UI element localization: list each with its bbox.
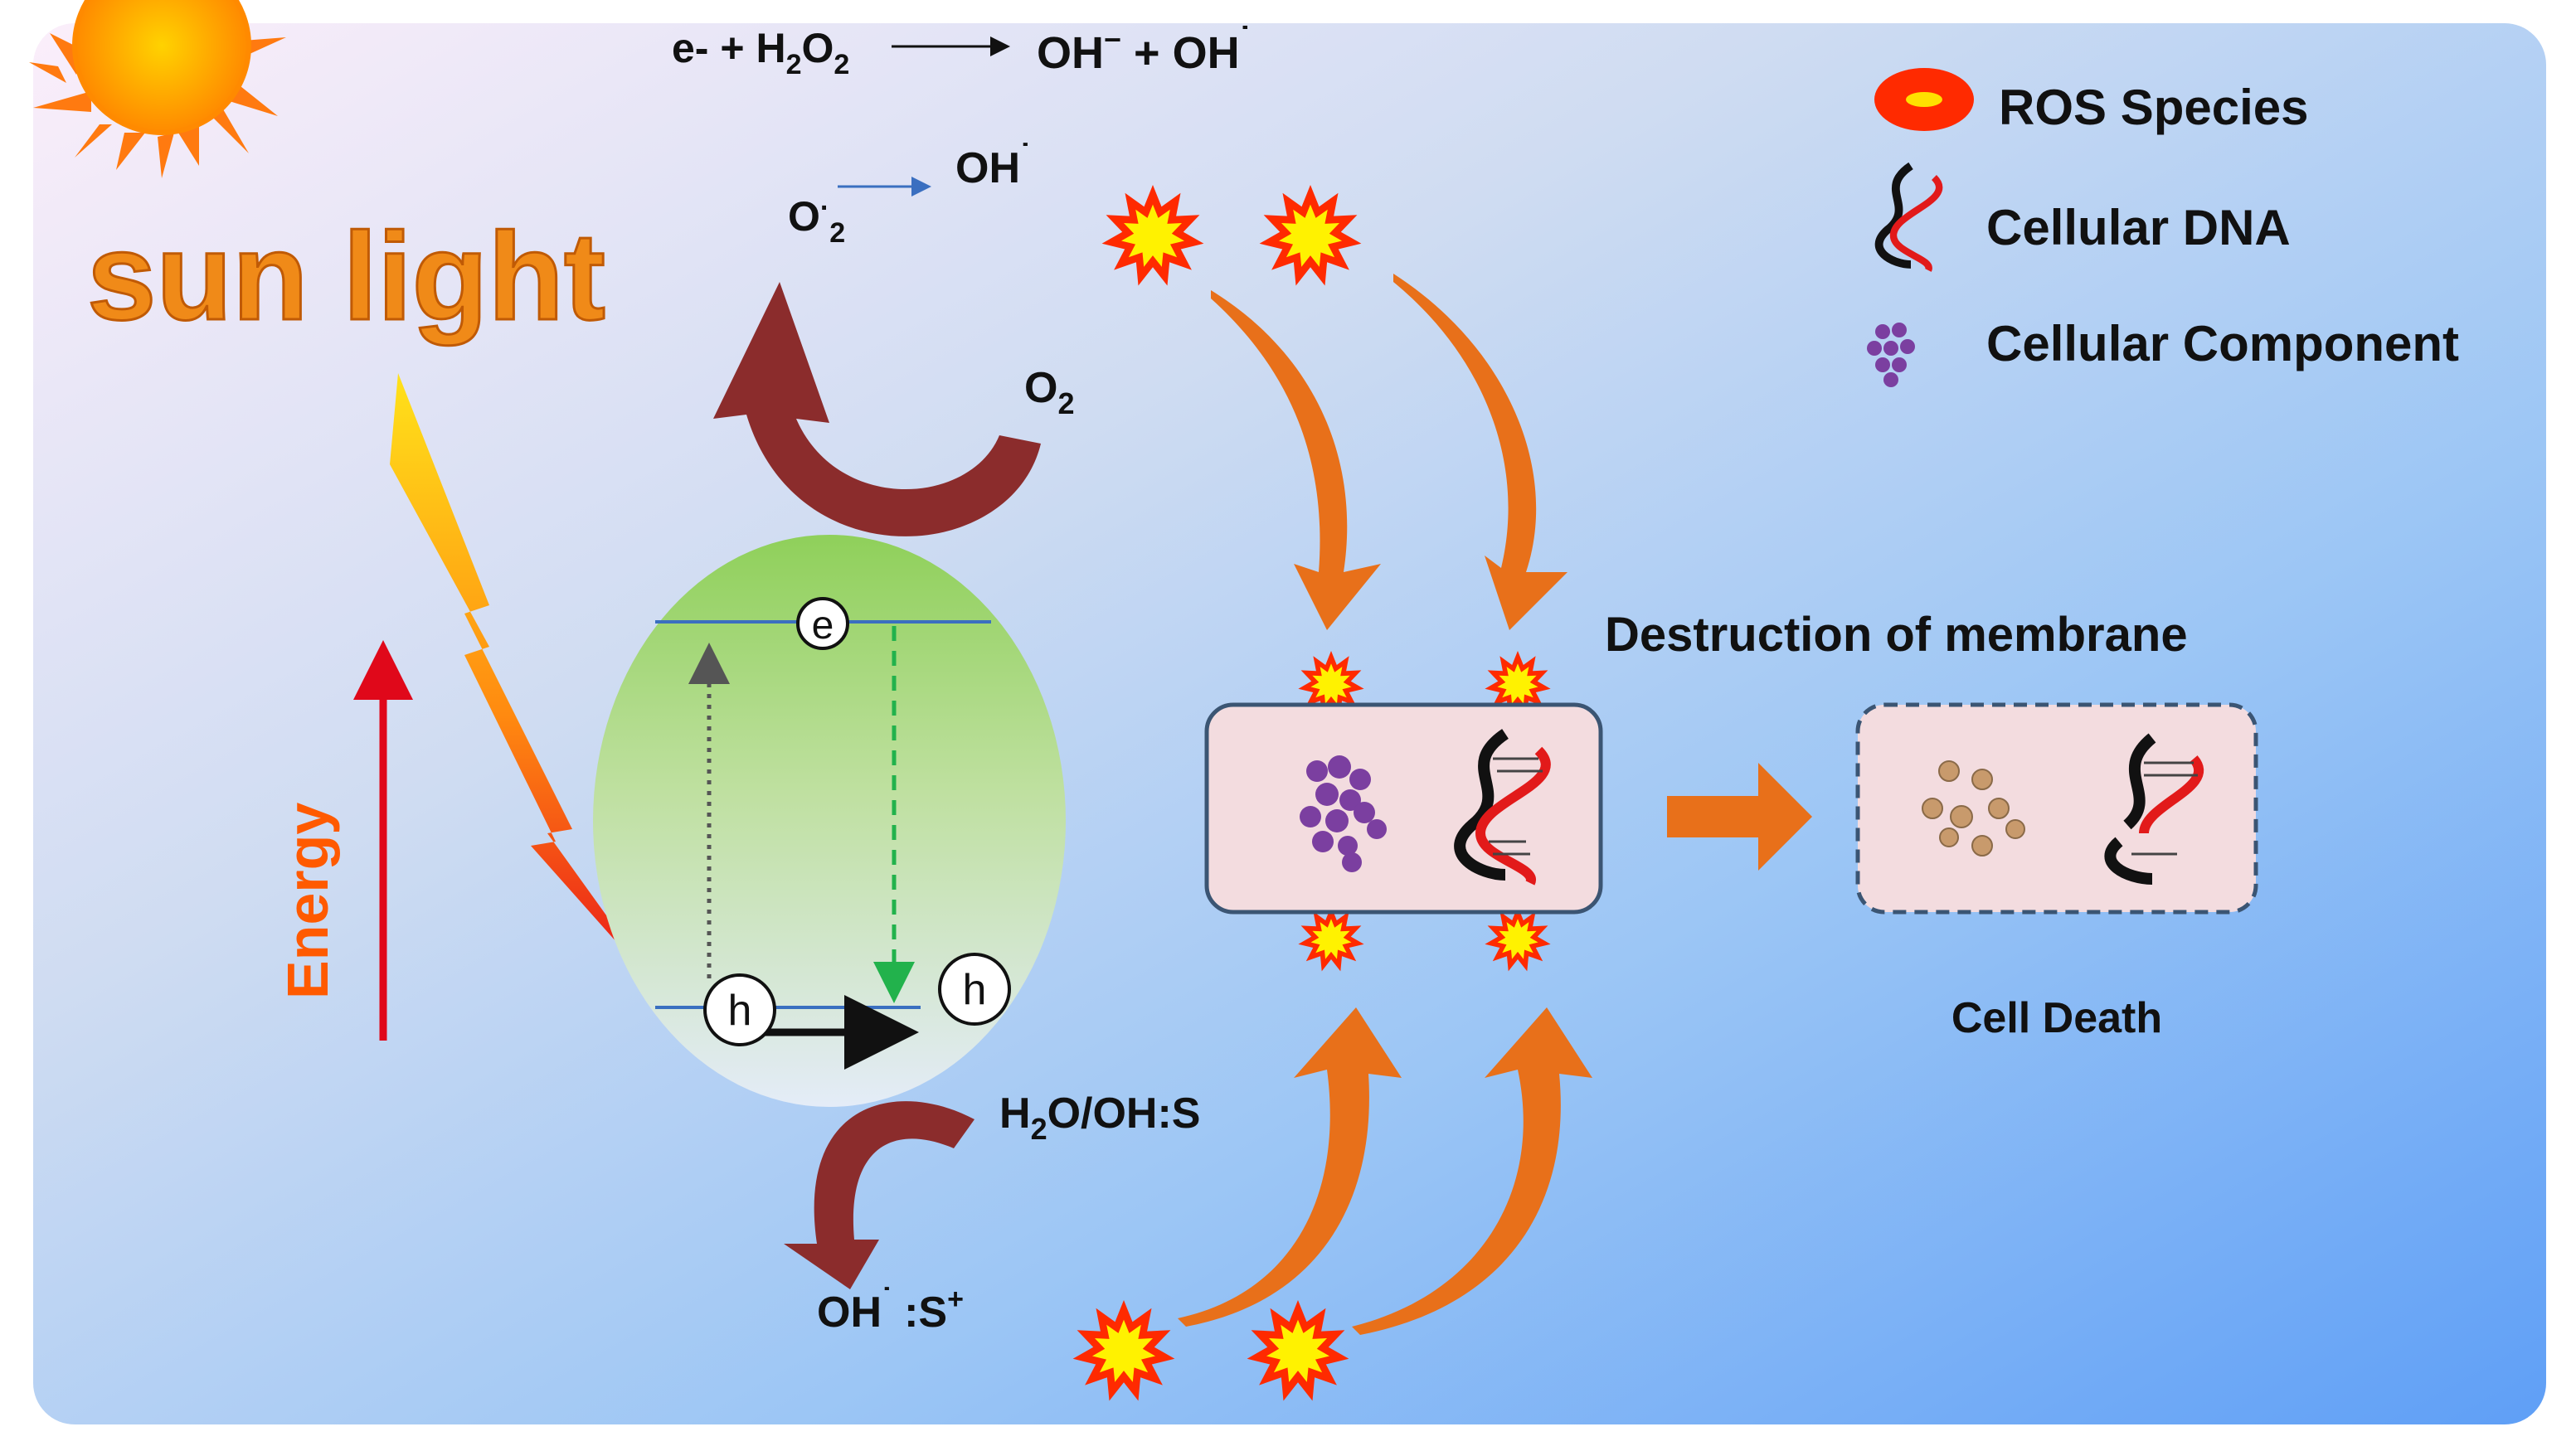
ros-burst-icon (1072, 1300, 1175, 1401)
live-cell (1204, 702, 1603, 915)
electron-marker: e (796, 597, 849, 650)
cell-death-label: Cell Death (1951, 994, 2162, 1042)
destruction-label: Destruction of membrane (1605, 608, 2188, 662)
svg-text:h: h (728, 987, 752, 1035)
hole-marker-2: h (938, 953, 1011, 1026)
sun-icon (29, 0, 286, 178)
cell-component-cluster (1300, 755, 1387, 872)
dead-cell (1855, 702, 2258, 915)
water-oxidation-arrow (784, 1101, 975, 1289)
ros-burst-icon (1101, 185, 1204, 286)
dna-helix-icon (1874, 162, 1943, 272)
svg-text:Cellular Component: Cellular Component (1986, 316, 2459, 371)
degraded-component-cluster (1922, 760, 2025, 857)
oxygen-label: O2 (1024, 364, 1074, 420)
svg-text:h: h (963, 966, 987, 1014)
ros-burst-icon (1247, 1300, 1349, 1401)
legend-dna: Cellular DNA (1874, 162, 2291, 272)
energy-label: Energy (275, 803, 340, 999)
legend: ROS Species Cellular DNA Cellular Compon… (1867, 68, 2459, 387)
ros-attack-arrows (1178, 274, 1812, 1335)
svg-text:Cellular DNA: Cellular DNA (1986, 200, 2291, 255)
superoxide-label: O·2 (788, 192, 845, 249)
ros-bursts (1072, 185, 1551, 1401)
ros-burst-icon (1874, 68, 1974, 131)
broken-dna-icon (2104, 733, 2204, 885)
attack-arrow-top-right (1393, 274, 1567, 630)
ros-burst-icon (1298, 651, 1364, 716)
ros-burst-icon (1485, 651, 1551, 716)
hydroxyl-radical-bottom: OH˙ :S+ (817, 1283, 964, 1337)
dna-helix-icon (1454, 729, 1551, 886)
legend-ros: ROS Species (1874, 68, 2309, 135)
hole-marker-1: h (703, 973, 776, 1046)
svg-text:OH− + OH˙: OH− + OH˙ (1037, 21, 1251, 78)
oxygen-reduction-arrow (713, 282, 1041, 536)
ros-burst-icon (1259, 185, 1362, 286)
attack-arrow-bottom-right (1352, 1007, 1592, 1335)
cell-death-arrow (1667, 763, 1812, 871)
equation-top: e- + H2O2 OH− + OH˙ (672, 21, 1251, 80)
svg-text:e: e (812, 604, 834, 648)
cell-component-icon (1867, 323, 1915, 387)
legend-component: Cellular Component (1867, 316, 2459, 387)
water-label: H2O/OH:S (999, 1089, 1201, 1146)
svg-text:O·2: O·2 (788, 192, 845, 249)
hydroxyl-radical-top: OH˙ (955, 138, 1031, 192)
attack-arrow-bottom-left (1178, 1007, 1402, 1327)
attack-arrow-top-left (1211, 290, 1381, 630)
lightning-bolt-icon (390, 373, 663, 995)
ros-burst-icon (1298, 906, 1364, 972)
svg-text:e- + H2O2: e- + H2O2 (672, 25, 849, 80)
svg-text:ROS Species: ROS Species (1999, 80, 2309, 135)
sun-light-title: sun light (87, 206, 605, 346)
ros-burst-icon (1485, 906, 1551, 972)
